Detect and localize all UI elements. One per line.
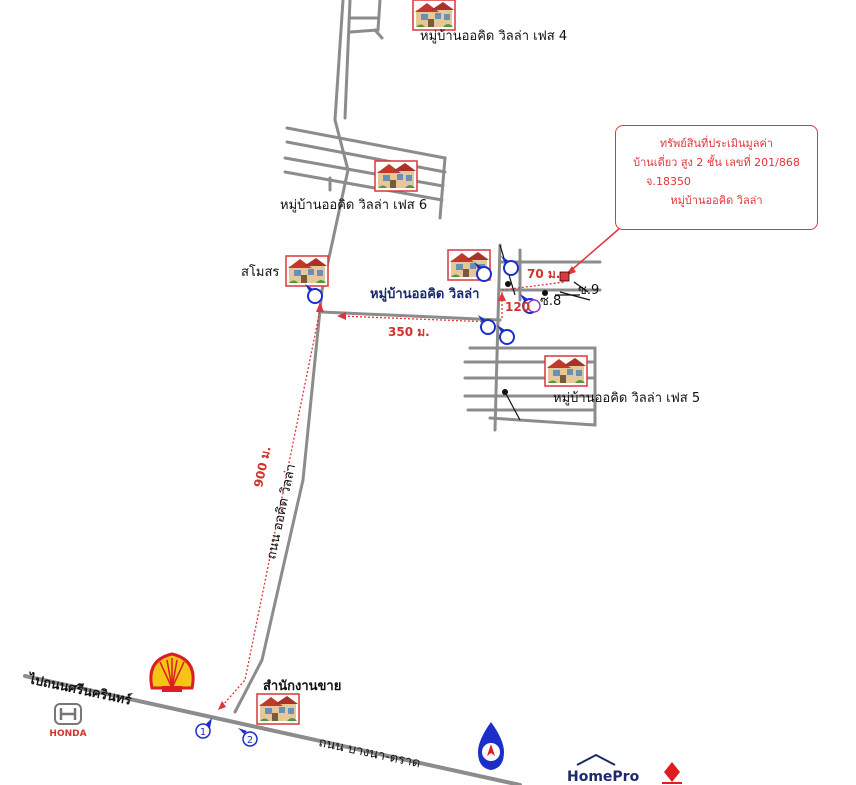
phase4-label: หมู่บ้านออคิด วิลล่า เฟส 4 xyxy=(420,29,567,44)
soi8-label: ซ.8 xyxy=(540,294,561,309)
callout-line2: บ้านเดี่ยว สูง 2 ชั้น เลขที่ 201/868 xyxy=(633,156,800,169)
house-icon xyxy=(374,160,418,192)
club-label: สโมสร xyxy=(241,264,279,280)
honda-logo: HONDA xyxy=(49,703,87,739)
callout-line3: จ.18350 xyxy=(646,175,691,188)
marker-1: 1 xyxy=(195,718,212,739)
house-icon xyxy=(256,693,300,725)
phase5-label: หมู่บ้านออคิด วิลล่า เฟส 5 xyxy=(553,391,700,406)
house-icon xyxy=(412,0,456,31)
house-icon xyxy=(544,355,588,387)
house-icon xyxy=(285,255,329,287)
property-marker-icon xyxy=(559,271,570,282)
soi9-label: ซ.9 xyxy=(578,283,599,298)
red-pin-logo xyxy=(662,762,682,784)
sales-office-label: สำนักงานขาย xyxy=(263,678,341,694)
direction-marker-icon xyxy=(500,255,519,276)
callout-line4: หมู่บ้านออคิด วิลล่า xyxy=(670,194,763,207)
direction-marker-icon xyxy=(477,314,496,335)
route-path xyxy=(221,281,566,707)
soi9-pointer xyxy=(573,281,589,293)
homepro-text: HomePro xyxy=(567,769,640,785)
marker-2-label: 2 xyxy=(247,735,253,746)
road-network xyxy=(23,0,602,785)
to-srinakarin-label: ไปถนนศรีนครินทร์ xyxy=(25,670,133,709)
ptt-logo xyxy=(478,722,504,770)
shell-logo xyxy=(149,652,195,692)
road-bangna-label: ถนน บางนา-ตราด xyxy=(317,735,422,771)
marker-2: 2 xyxy=(238,728,258,747)
direction-marker-icon xyxy=(496,324,515,345)
lot-dots xyxy=(502,281,548,395)
homepro-logo: HomePro xyxy=(567,753,640,785)
distance-900: 900 ม. xyxy=(251,445,273,489)
honda-text: HONDA xyxy=(49,729,86,739)
distance-350: 350 ม. xyxy=(388,325,430,339)
direction-marker-icon xyxy=(527,299,541,313)
road-orchid-label: ถนน ออคิด วิลล่า xyxy=(264,463,299,561)
phase6-label: หมู่บ้านออคิด วิลล่า เฟส 6 xyxy=(280,198,427,213)
distance-120: 120 xyxy=(505,300,530,314)
route-arrows xyxy=(218,292,506,710)
village-main-label: หมู่บ้านออคิด วิลล่า xyxy=(370,286,479,302)
property-callout: ทรัพย์สินที่ประเมินมูลค่า บ้านเดี่ยว สูง… xyxy=(615,125,818,230)
marker-1-label: 1 xyxy=(200,727,206,738)
callout-line1: ทรัพย์สินที่ประเมินมูลค่า xyxy=(659,137,774,150)
callout-pointer xyxy=(567,227,621,274)
distance-70: 70 ม. xyxy=(527,267,560,281)
direction-marker-icon xyxy=(304,283,323,304)
